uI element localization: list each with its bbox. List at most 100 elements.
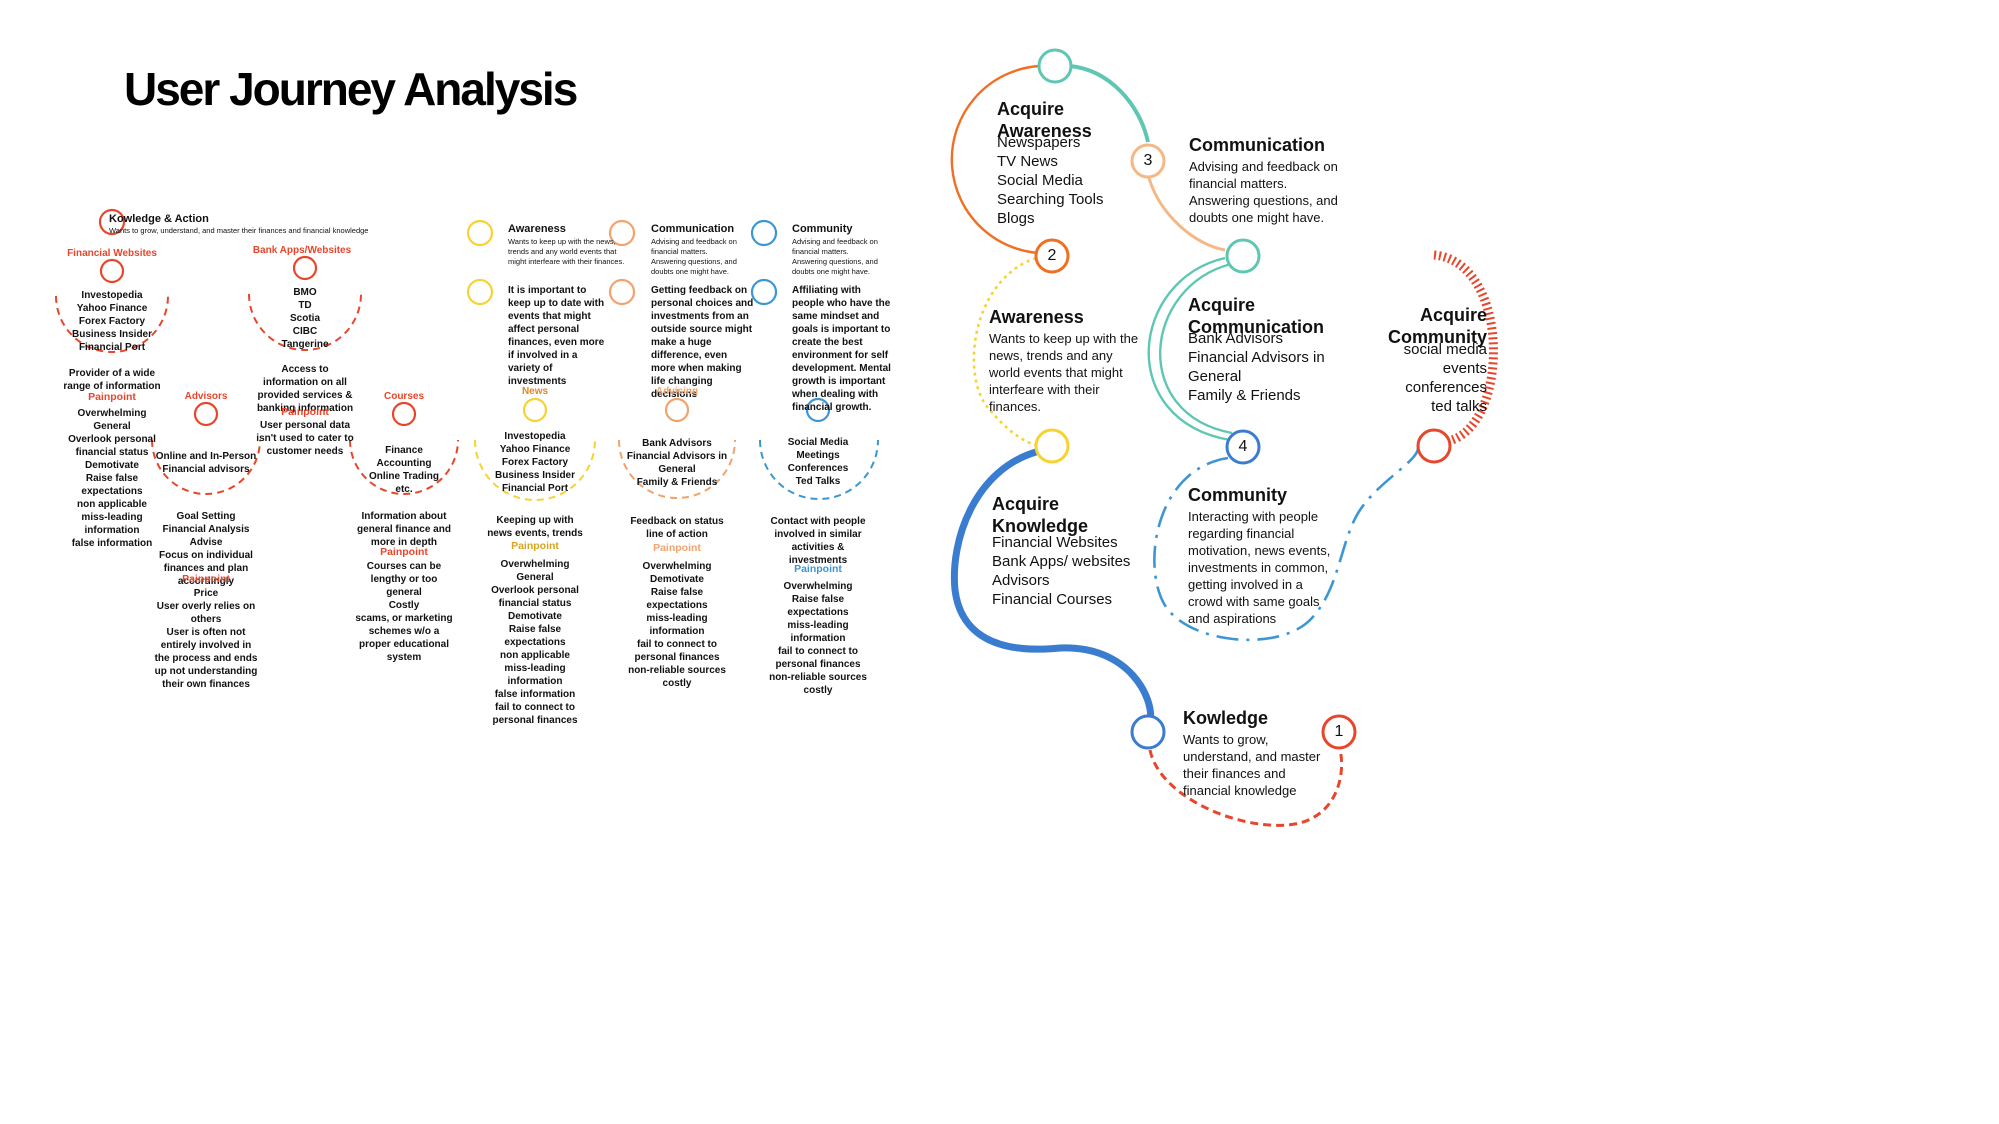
note-line: finances and plan	[163, 563, 249, 574]
acquire-community-arc	[1433, 250, 1498, 445]
desc-line: Wants to keep up with the news,	[508, 237, 616, 246]
advising-painpoint-label: Painpoint	[653, 542, 701, 554]
list-item: their own finances	[162, 679, 250, 690]
community-desc: Interacting with people regarding financ…	[1188, 508, 1330, 627]
advisors-painpoints: Price User overly relies on others User …	[155, 587, 258, 691]
awareness-desc: Wants to keep up with the news, trends a…	[989, 330, 1138, 415]
why-line: Affiliating with	[792, 285, 861, 296]
list-item: miss-leading	[81, 512, 143, 523]
financial-websites-painpoints: Overwhelming General Overlook personal f…	[68, 407, 156, 550]
bank-apps-note: Access to information on all provided se…	[257, 363, 353, 415]
list-item: personal finances	[775, 659, 861, 670]
list-item: personal finances	[492, 715, 578, 726]
page-title: User Journey Analysis	[124, 63, 578, 115]
list-item: Yahoo Finance	[76, 303, 148, 314]
list-item: Business Insider	[71, 329, 153, 340]
advisors-arc	[151, 439, 261, 495]
list-item: Searching Tools	[997, 191, 1104, 208]
note-line: more in depth	[370, 537, 438, 548]
why-line: investments	[508, 376, 567, 387]
list-item: Yahoo Finance	[499, 444, 571, 455]
desc-line: their finances and	[1183, 766, 1286, 781]
bank-apps-label: Bank Apps/Websites	[252, 245, 352, 256]
list-item: miss-leading	[504, 663, 566, 674]
list-item: Social Media	[787, 437, 849, 448]
list-item: Forex Factory	[78, 316, 146, 327]
awareness-col-title: Awareness	[508, 223, 566, 235]
title-line: Communication	[1188, 317, 1325, 337]
list-item: Overwhelming	[642, 561, 712, 572]
desc-line: Wants to grow,	[1183, 732, 1269, 747]
list-item: Demotivate	[508, 611, 562, 622]
note-line: Feedback on status	[630, 516, 724, 527]
list-item: system	[386, 652, 422, 663]
why-line: decisions	[651, 389, 698, 400]
desc-line: Answering questions, and	[792, 257, 878, 266]
community-painpoints: Overwhelming Raise false expectations mi…	[769, 580, 867, 697]
list-item: general	[386, 587, 422, 598]
community-header-circle	[750, 219, 778, 247]
why-line: difference, even	[651, 350, 728, 361]
note-line: line of action	[646, 529, 708, 540]
why-line: It is important to	[508, 285, 587, 296]
kowledge-desc: Wants to grow, understand, and master th…	[1183, 731, 1320, 799]
note-line: general finance and	[357, 524, 451, 535]
note-line: provided services &	[257, 390, 353, 401]
community-dashdot-arc	[1153, 446, 1420, 642]
desc-line: trends and any world events that	[508, 247, 617, 256]
bank-apps-circle	[292, 255, 318, 281]
courses-note: Information about general finance and mo…	[357, 510, 451, 549]
list-item: Bank Advisors	[642, 438, 712, 449]
advising-note: Feedback on status line of action	[630, 515, 723, 541]
list-item: Financial Advisors in	[1188, 349, 1325, 366]
desc-line: understand, and master	[1183, 749, 1321, 764]
news-label: News	[521, 386, 549, 397]
list-item: Social Media	[997, 172, 1083, 189]
list-item: information	[84, 525, 140, 536]
bank-apps-items: BMO TD Scotia CIBC Tangerine	[281, 286, 328, 351]
bank-apps-arc	[248, 293, 362, 351]
list-item: Raise false	[650, 587, 704, 598]
why-line: when dealing with	[792, 389, 879, 400]
awareness-col-desc: Wants to keep up with the news, trends a…	[508, 237, 624, 267]
list-item: Accounting	[376, 458, 432, 469]
list-item: social media	[1403, 341, 1487, 358]
why-line: affect personal	[508, 324, 580, 335]
desc-line: news, trends and any	[989, 348, 1113, 363]
list-item: isn't used to cater to	[256, 433, 354, 444]
why-line: same mindset and	[792, 311, 880, 322]
list-item: TD	[298, 300, 312, 311]
list-item: Raise false	[85, 473, 139, 484]
why-line: make a huge	[651, 337, 712, 348]
desc-line: Wants to keep up with the	[989, 331, 1139, 346]
advisors-painpoint-label: Painpoint	[182, 573, 230, 585]
list-item: Ted Talks	[795, 476, 841, 487]
communication-number: 3	[1143, 152, 1153, 169]
list-item: events	[1442, 360, 1487, 377]
list-item: Investopedia	[504, 431, 566, 442]
desc-line: Interacting with people	[1188, 509, 1319, 524]
list-item: General	[516, 572, 554, 583]
community-stage-circle	[805, 397, 831, 423]
awareness-title: Awareness	[989, 307, 1084, 327]
list-item: CIBC	[292, 326, 318, 337]
list-item: non applicable	[499, 650, 570, 661]
list-item: Business Insider	[494, 470, 576, 481]
advising-label: Advising	[655, 386, 699, 397]
why-line: events that might	[508, 311, 591, 322]
desc-line: and aspirations	[1188, 611, 1277, 626]
financial-websites-items: Investopedia Yahoo Finance Forex Factory…	[72, 289, 152, 354]
advisors-circle	[193, 401, 219, 427]
acquire-awareness-title: Acquire Awareness	[997, 98, 1092, 142]
why-line: people who have the	[792, 298, 891, 309]
list-item: expectations	[646, 600, 708, 611]
list-item: customer needs	[266, 446, 344, 457]
note-line: Focus on individual	[159, 550, 253, 561]
list-item: Blogs	[997, 210, 1035, 227]
list-item: entirely involved in	[160, 640, 252, 651]
news-circle	[522, 397, 548, 423]
note-line: activities &	[791, 542, 845, 553]
list-item: schemes w/o a	[368, 626, 440, 637]
list-item: Meetings	[796, 450, 840, 461]
list-item: scams, or marketing	[355, 613, 453, 624]
